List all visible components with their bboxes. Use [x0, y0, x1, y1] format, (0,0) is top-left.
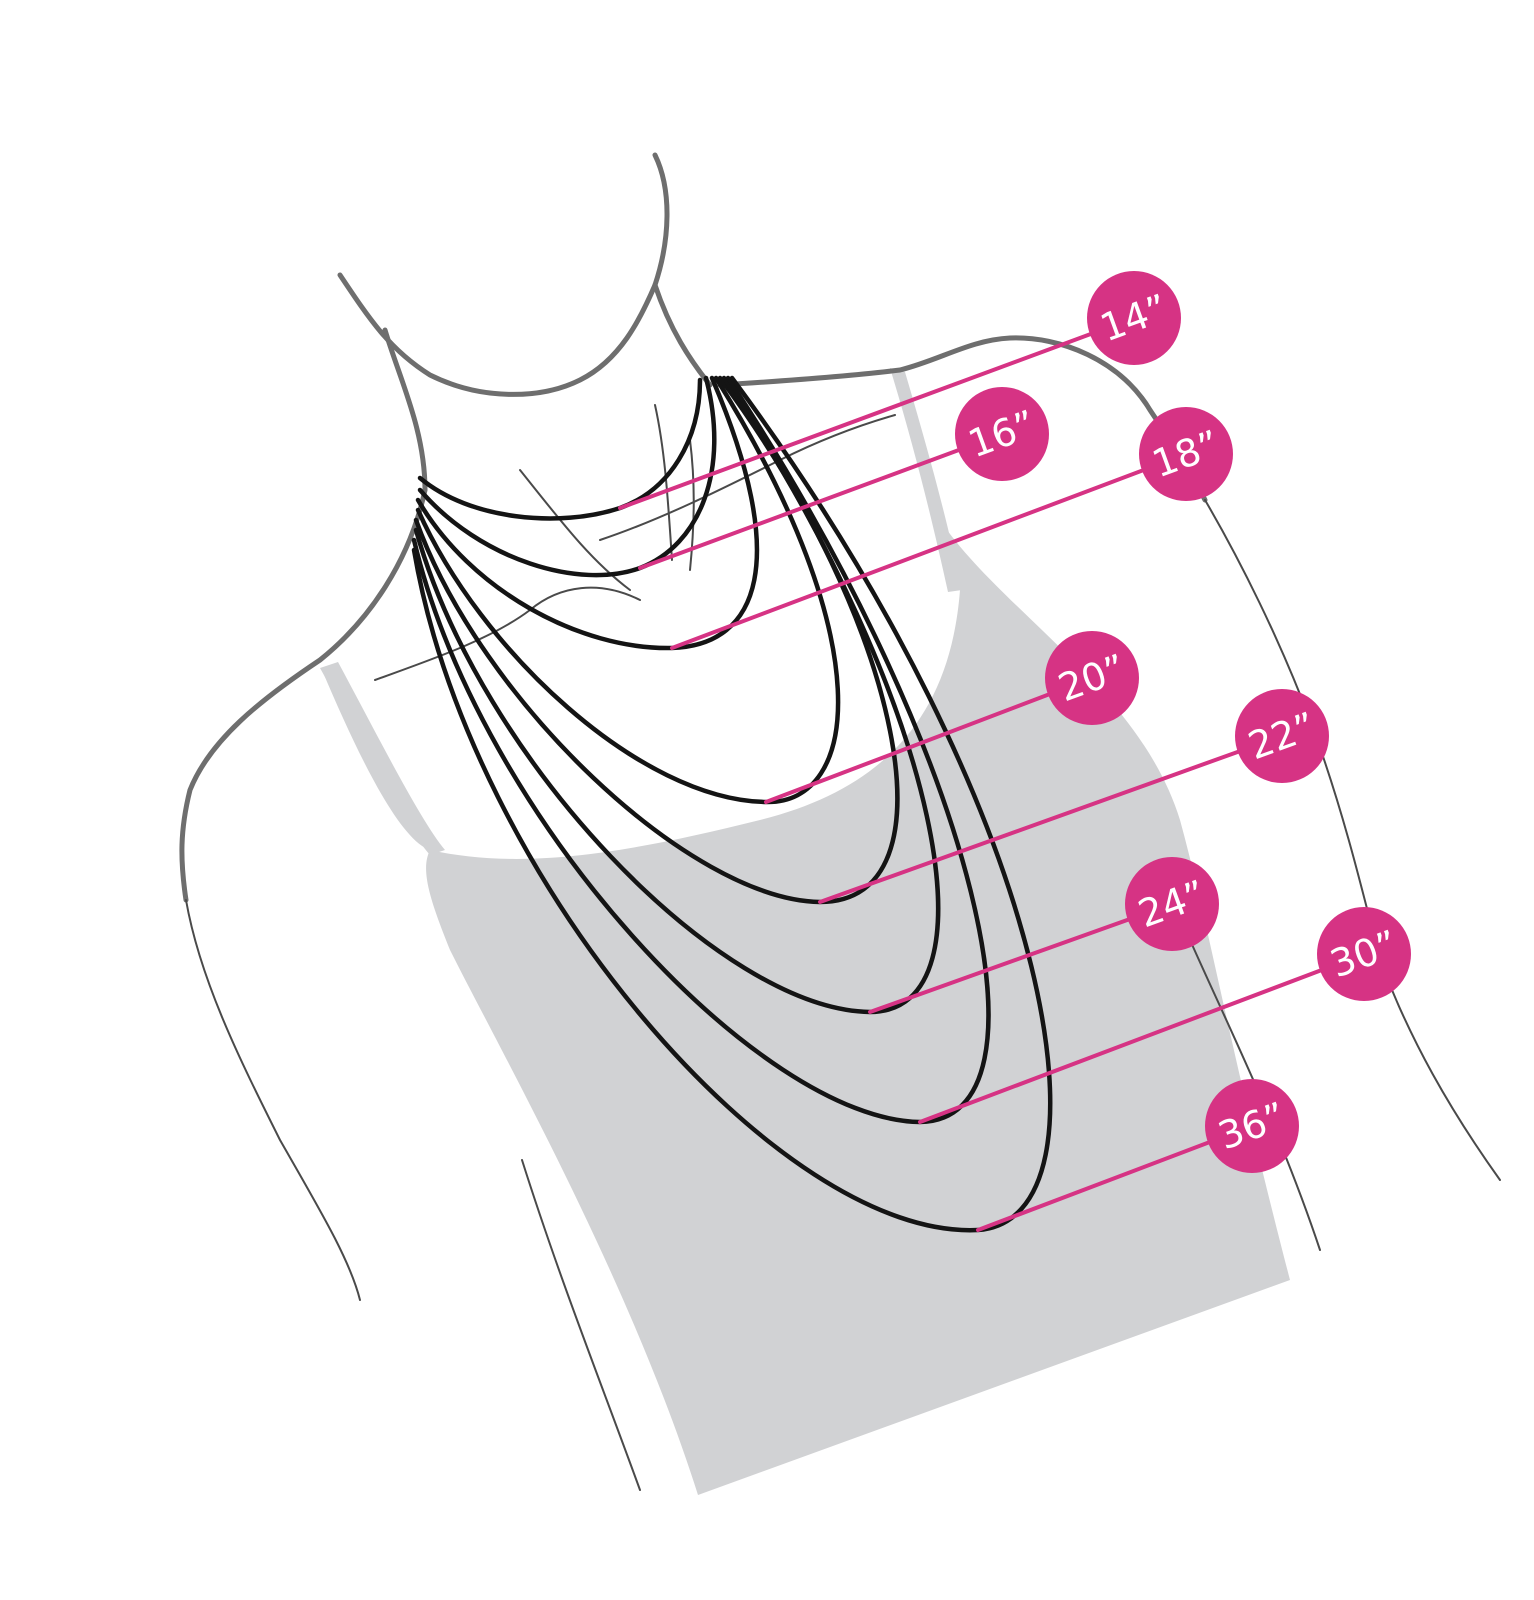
left-shoulder-outline	[179, 487, 428, 903]
length-badge-5: 22”	[1235, 689, 1329, 783]
neck-right-outline	[652, 282, 713, 388]
length-badge-circle	[1205, 1079, 1299, 1173]
leader-line-2	[638, 432, 1004, 570]
length-badge-circle	[1317, 907, 1411, 1001]
length-badge-6: 24”	[1125, 857, 1219, 951]
left-arm-outline	[185, 899, 361, 1301]
length-badge-circle	[1045, 631, 1139, 725]
length-badges: 14” 16” 18” 20” 22”24” 30”36”	[955, 271, 1411, 1173]
length-badge-circle	[1125, 857, 1219, 951]
left-strap	[320, 662, 445, 855]
leader-line-5	[818, 734, 1284, 904]
length-badge-circle	[1087, 271, 1181, 365]
length-badge-circle	[1139, 407, 1233, 501]
length-badge-1: 14”	[1087, 271, 1181, 365]
right-arm-outline	[1204, 499, 1501, 1181]
length-badge-8: 36”	[1205, 1079, 1299, 1173]
length-badge-4: 20”	[1045, 631, 1139, 725]
chin-outline	[337, 272, 658, 397]
necklace-chain-1	[417, 377, 703, 521]
neck-left-outline	[382, 327, 428, 493]
body-illustration	[179, 152, 1501, 1495]
length-badge-2: 16”	[955, 387, 1049, 481]
leader-lines	[618, 316, 1366, 1232]
length-badge-circle	[1235, 689, 1329, 783]
leader-line-3	[670, 452, 1188, 650]
throat-line-1	[519, 469, 631, 591]
leader-line-1	[618, 316, 1136, 510]
leader-line-8	[976, 1124, 1254, 1232]
leader-line-4	[764, 676, 1094, 804]
camisole-top	[322, 520, 1290, 1495]
length-badge-7: 30”	[1317, 907, 1411, 1001]
leader-line-6	[868, 902, 1174, 1014]
collarbone-left	[374, 586, 641, 681]
throat-line-3	[689, 439, 695, 571]
leader-line-7	[918, 952, 1366, 1124]
necklace-chain-3	[415, 375, 760, 651]
head-side-outline	[652, 152, 670, 288]
length-badge-3: 18”	[1139, 407, 1233, 501]
collarbone-right	[599, 414, 896, 541]
right-strap	[890, 368, 962, 592]
length-badge-circle	[955, 387, 1049, 481]
left-torso-outline	[521, 1159, 641, 1491]
